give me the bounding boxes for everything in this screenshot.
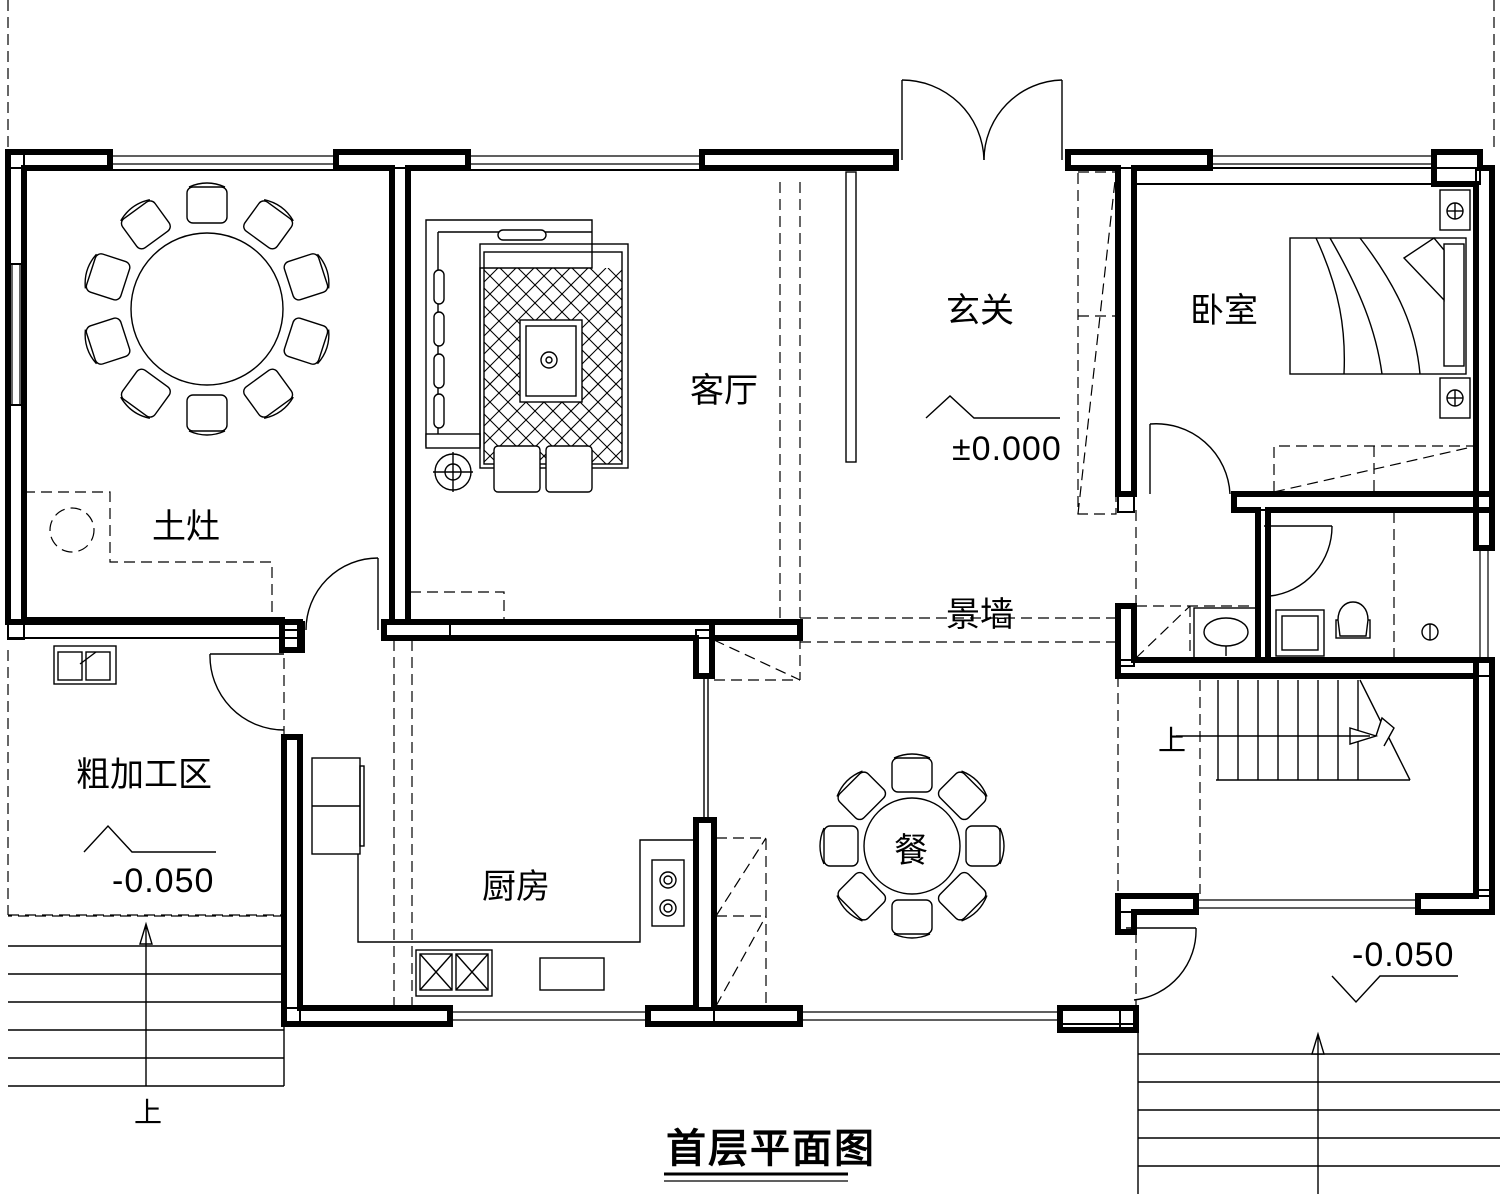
chair [186, 394, 228, 436]
reference-lines [7, 0, 1495, 916]
kitchen-sink-icon [415, 949, 493, 997]
room-label-entry: 玄关 [946, 291, 1014, 331]
chair [120, 368, 171, 419]
chair [965, 825, 1005, 867]
room-label-tuzao: 土灶 [152, 507, 220, 547]
chair [836, 770, 887, 821]
chair [819, 825, 859, 867]
room-label-prep: 粗加工区 [76, 755, 212, 795]
chair [836, 871, 887, 922]
chair [243, 368, 294, 419]
feature-wall-label: 景墙 [946, 595, 1014, 635]
dining-chairs [819, 753, 1005, 939]
level-entry: ±0.000 [952, 430, 1062, 468]
dashed-lines [8, 171, 1477, 1008]
chair [891, 899, 933, 939]
round-table-dining [863, 797, 961, 895]
drawing-title: 首层平面图 [666, 1126, 876, 1172]
large-table-chairs [84, 182, 330, 436]
kitchen-counter [311, 757, 696, 943]
chair [891, 753, 933, 793]
sofa-set [425, 219, 593, 449]
chair [937, 770, 988, 821]
level-marker-prep [83, 824, 216, 853]
kitchen-cabinet [539, 957, 605, 991]
windows [11, 155, 1489, 1021]
chair [283, 253, 330, 301]
level-marker-rear [1331, 975, 1458, 1004]
chair [84, 253, 131, 301]
up-arrow-left [139, 921, 153, 1086]
round-table-large [130, 232, 284, 386]
double-bed [1289, 189, 1471, 419]
level-rear: -0.050 [1352, 936, 1454, 974]
chair [937, 871, 988, 922]
stair-arrow [1176, 716, 1395, 747]
ottomans [493, 445, 593, 493]
clay-stove-icon [49, 507, 95, 553]
up-arrow-right [1311, 1031, 1325, 1194]
room-label-dining: 餐 [894, 831, 928, 871]
screen-partition [845, 171, 857, 463]
toilet-icon [1275, 601, 1371, 657]
chair [186, 182, 228, 224]
steps-up-label: 上 [134, 1096, 162, 1129]
level-prep: -0.050 [112, 862, 214, 900]
doors [209, 79, 1333, 1001]
chair [120, 199, 171, 250]
level-marker-entry [925, 395, 1060, 419]
room-label-bedroom: 卧室 [1190, 291, 1258, 331]
stair-up-label: 上 [1158, 724, 1186, 757]
room-label-kitchen: 厨房 [482, 867, 550, 907]
double-sink-icon [53, 645, 117, 685]
chair [283, 317, 330, 365]
rug [479, 243, 629, 469]
wash-basin-icon [1193, 607, 1257, 659]
floor-drain-icon [1421, 623, 1439, 641]
room-label-living: 客厅 [690, 371, 758, 411]
chair [84, 317, 131, 365]
floor-lamp-icon [433, 452, 473, 492]
chair [243, 199, 294, 250]
cooktop-icon [651, 859, 685, 927]
coffee-table [519, 319, 583, 403]
